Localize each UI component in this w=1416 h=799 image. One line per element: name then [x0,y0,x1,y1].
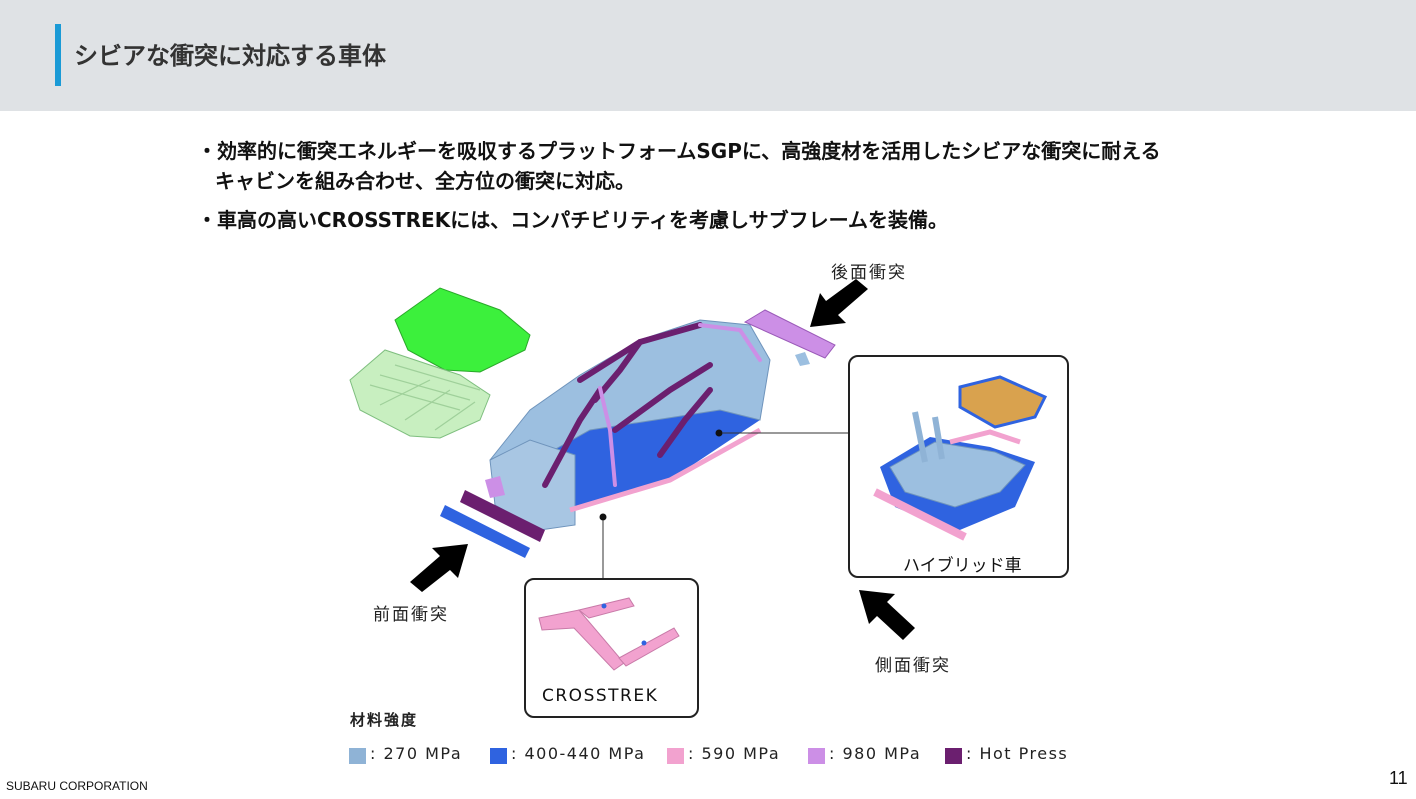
legend-label: : Hot Press [966,744,1069,763]
legend-title: 材料強度 [350,711,419,729]
rear-impact-arrow-icon [810,279,868,327]
legend-swatch [945,748,962,764]
legend-swatch [349,748,366,764]
hybrid-inset-panel: ハイブリッド車 [848,355,1069,578]
legend-swatch [808,748,825,764]
crosstrek-label: CROSSTREK [542,686,659,706]
legend-swatch [667,748,684,764]
legend-swatch [490,748,507,764]
rear-impact-label: 後面衝突 [831,263,907,283]
page-title: シビアな衝突に対応する車体 [74,42,386,70]
legend-label: : 590 MPa [688,744,781,763]
slide-header: シビアな衝突に対応する車体 [0,0,1416,111]
hybrid-label: ハイブリッド車 [903,556,1022,576]
crosstrek-inset-panel: CROSSTREK [524,578,699,718]
side-impact-label: 側面衝突 [875,656,951,676]
header-accent-bar [55,24,61,86]
bullet-1-line-1: ・効率的に衝突エネルギーを吸収するプラットフォームSGPに、高強度材を活用したシ… [197,139,1161,163]
side-impact-arrow-icon [859,590,915,640]
bullet-1-line-2: キャビンを組み合わせ、全方位の衝突に対応。 [215,169,635,193]
bullet-2-line-1: ・車高の高いCROSSTREKには、コンパチビリティを考慮しサブフレームを装備。 [197,208,948,232]
legend-label: : 980 MPa [829,744,922,763]
crosstrek-subframe-illustration [538,597,680,671]
front-impact-arrow-icon [410,544,468,592]
page-number: 11 [1389,768,1408,788]
hybrid-floor-illustration [873,375,1048,541]
company-footer: SUBARU CORPORATION [6,779,148,793]
legend-label: : 270 MPa [370,744,463,763]
front-impact-label: 前面衝突 [373,605,449,625]
legend-label: : 400-440 MPa [511,744,646,763]
car-body-illustration [349,287,848,578]
bullet-1: ・効率的に衝突エネルギーを吸収するプラットフォームSGPに、高強度材を活用したシ… [197,136,1161,196]
bullet-2: ・車高の高いCROSSTREKには、コンパチビリティを考慮しサブフレームを装備。 [197,205,948,235]
